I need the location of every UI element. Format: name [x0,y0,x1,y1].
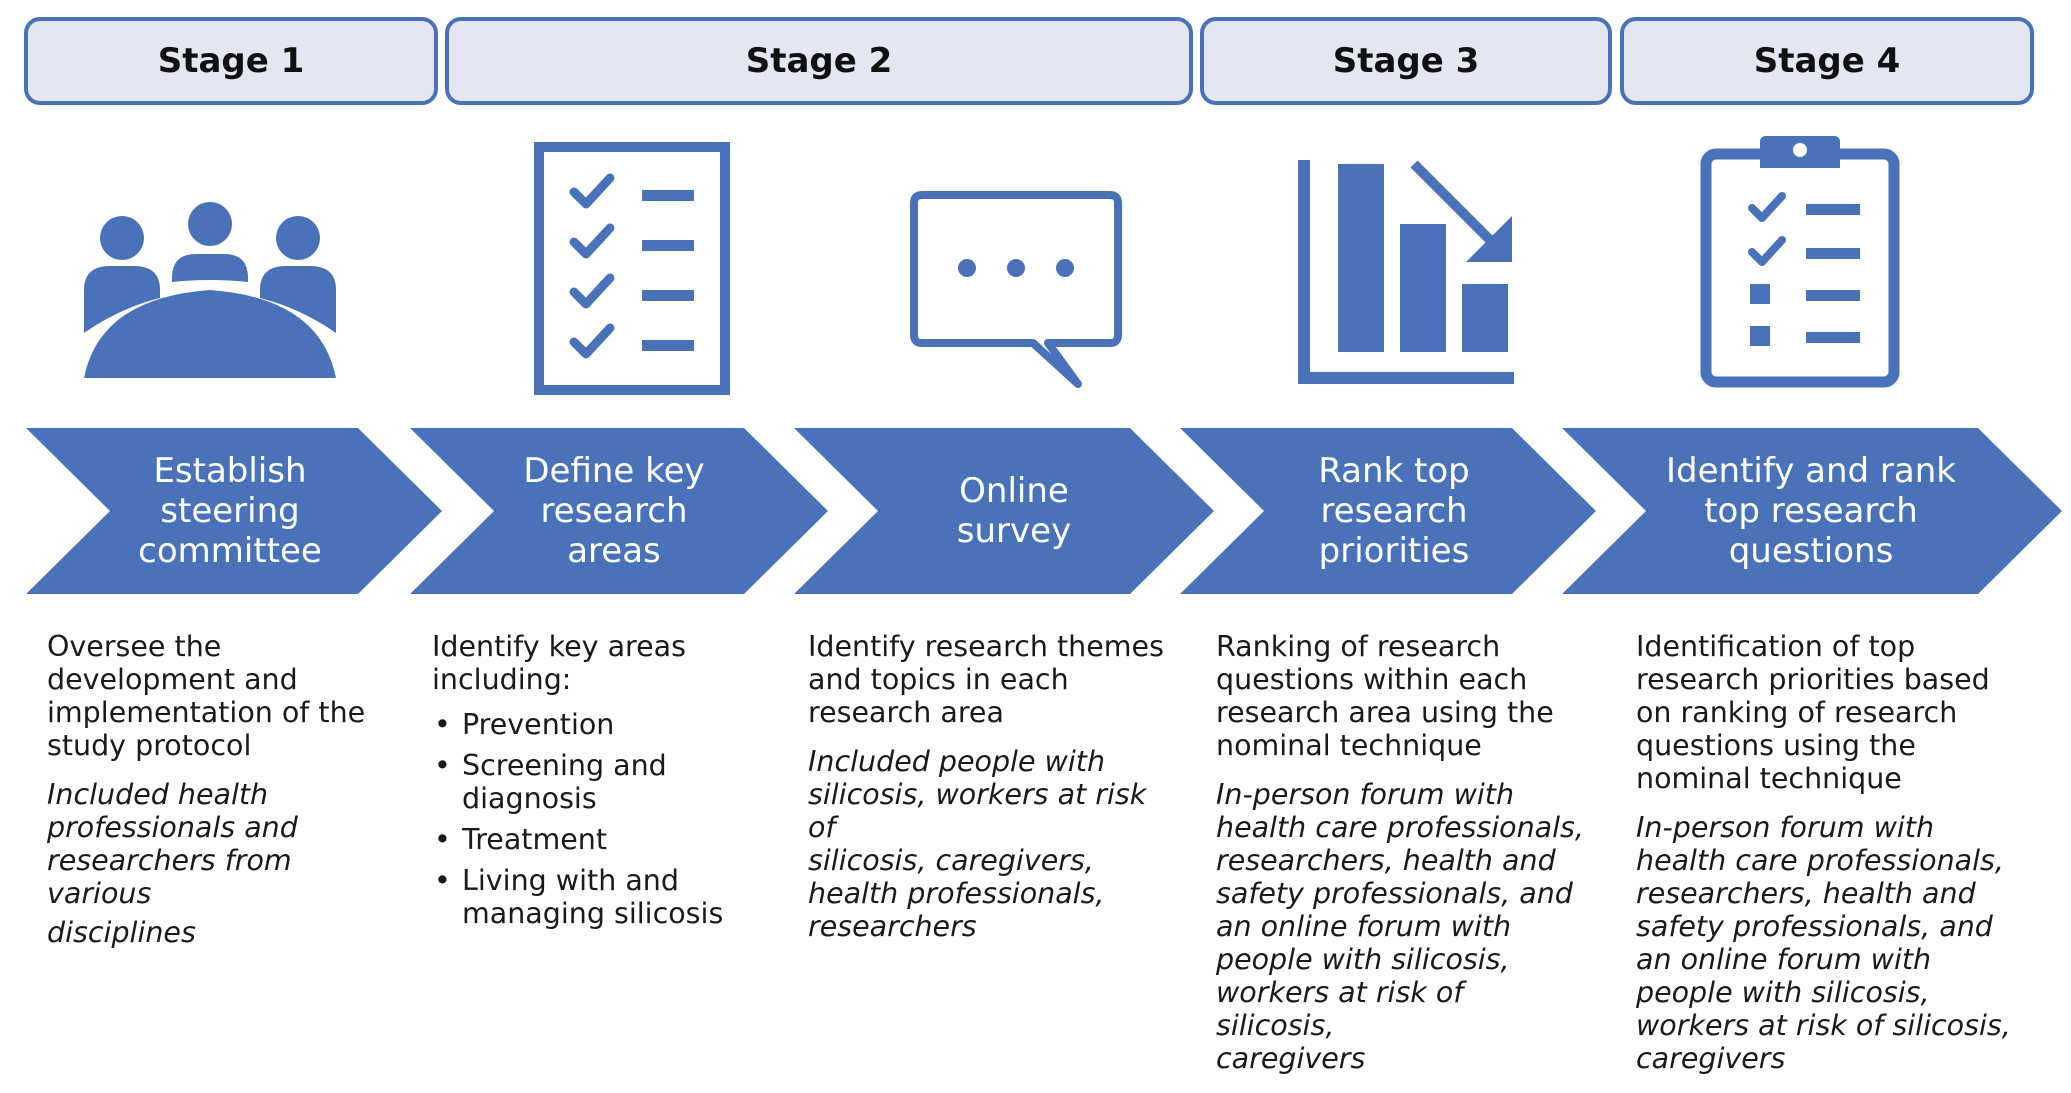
stage-3-header: Stage 3 [1200,17,1612,105]
stage-2-label: Stage 2 [745,41,893,81]
checklist-icon [534,142,730,395]
chevron-step-3 [794,428,1214,594]
stage-2-header: Stage 2 [445,17,1193,105]
clipboard-checklist-icon [1700,136,1900,388]
stage-4-header: Stage 4 [1620,17,2034,105]
stage-1-label: Stage 1 [157,41,305,81]
stage-1-header: Stage 1 [24,17,438,105]
list-item: Treatment [432,823,762,856]
list-item: Prevention [432,708,762,741]
chevron-step-1 [26,428,442,594]
people-meeting-icon [84,202,336,378]
chat-bubble-icon [910,191,1122,388]
chevron-step-5 [1562,428,2062,594]
stage-4-label: Stage 4 [1753,41,1901,81]
chevron-step-2 [410,428,828,594]
ranking-bar-chart-icon [1298,160,1514,384]
chevron-step-4 [1180,428,1596,594]
stage-3-label: Stage 3 [1332,41,1480,81]
